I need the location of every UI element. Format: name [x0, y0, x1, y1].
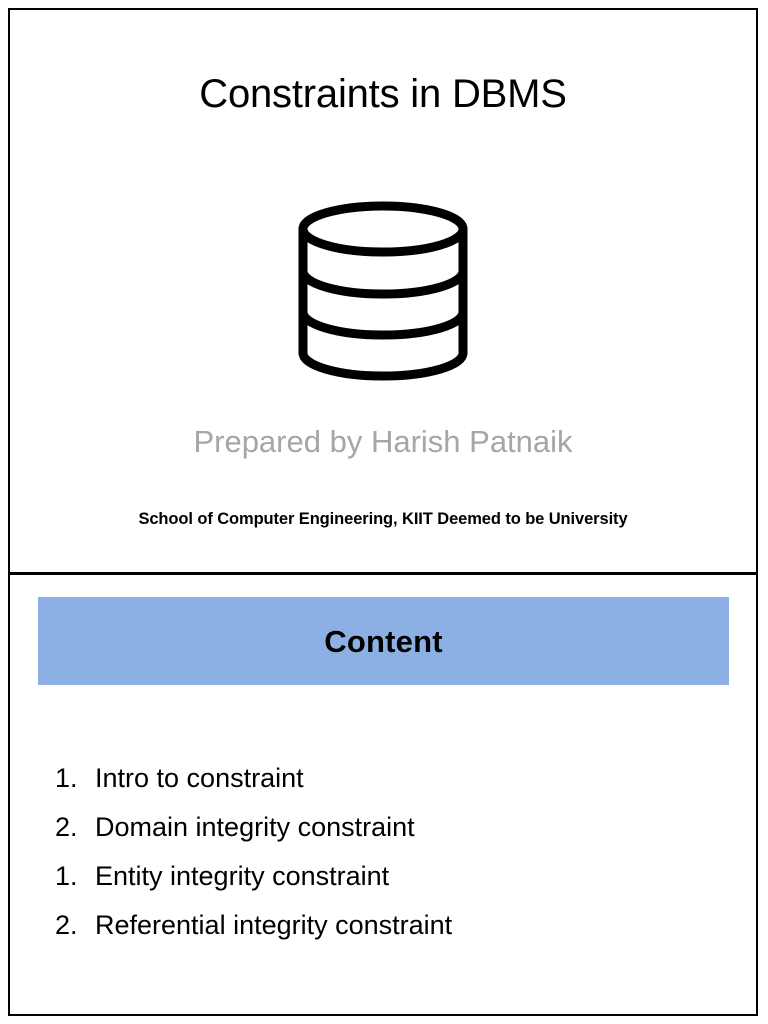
list-item: 2. Referential integrity constraint [55, 901, 715, 950]
content-banner: Content [38, 597, 729, 685]
author-credit: Prepared by Harish Patnaik [193, 424, 573, 459]
list-item-label: Entity integrity constraint [95, 861, 390, 891]
affiliation-line: School of Computer Engineering, KIIT Dee… [138, 510, 628, 528]
content-slide: Content 1. Intro to constraint 2. Domain… [10, 576, 756, 1016]
list-item-marker: 2. [55, 812, 78, 842]
list-item-label: Referential integrity constraint [95, 910, 453, 940]
page-title: Constraints in DBMS [199, 72, 567, 116]
list-item-marker: 1. [55, 861, 78, 891]
list-item: 1. Intro to constraint [55, 754, 715, 803]
list-item: 1. Entity integrity constraint [55, 852, 715, 901]
list-item-marker: 1. [55, 763, 78, 793]
database-cylinder-icon [10, 200, 756, 390]
list-item: 2. Domain integrity constraint [55, 803, 715, 852]
list-item-label: Domain integrity constraint [95, 812, 415, 842]
title-slide: Constraints in DBMS [10, 10, 756, 572]
content-banner-label: Content [324, 623, 443, 659]
list-item-marker: 2. [55, 910, 78, 940]
slide-divider [8, 572, 758, 575]
content-outline-list: 1. Intro to constraint 2. Domain integri… [55, 754, 715, 950]
list-item-label: Intro to constraint [95, 763, 304, 793]
